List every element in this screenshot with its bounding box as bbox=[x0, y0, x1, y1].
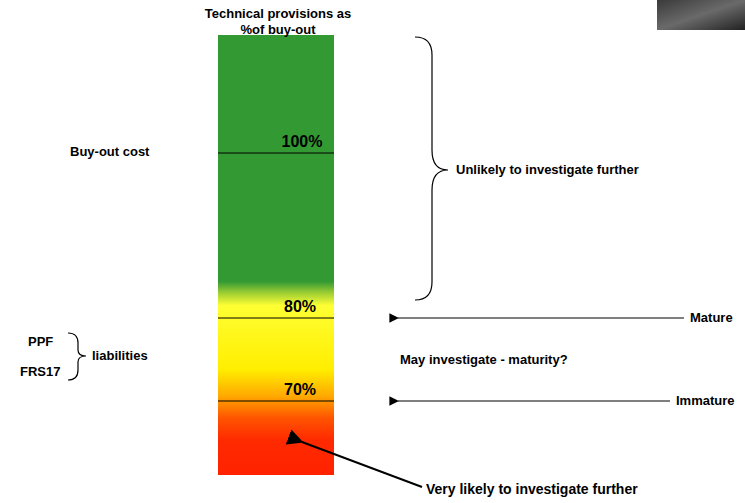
level-line bbox=[218, 153, 334, 154]
zone-note: May investigate - maturity? bbox=[400, 352, 568, 368]
scale-band: 100% 80% 70% bbox=[218, 35, 334, 475]
percent-label: 80% bbox=[284, 298, 316, 316]
brace-label: liabilities bbox=[92, 348, 148, 364]
photo-fragment bbox=[657, 0, 745, 30]
zone-note: Very likely to investigate further bbox=[426, 481, 638, 497]
pointer-label: Mature bbox=[690, 310, 733, 326]
brace bbox=[68, 333, 86, 380]
percent-label: 70% bbox=[284, 381, 316, 399]
pointer-label: Immature bbox=[676, 393, 735, 409]
brace bbox=[415, 37, 448, 300]
pointer-arrow bbox=[398, 400, 670, 401]
scale-bar bbox=[218, 35, 334, 475]
liability-basis: FRS17 bbox=[20, 364, 60, 380]
chart-title: Technical provisions as %of buy-out bbox=[198, 6, 358, 38]
liability-basis: PPF bbox=[28, 334, 53, 350]
level-line bbox=[218, 318, 334, 319]
pointer-arrow bbox=[398, 317, 684, 318]
pointer-arrow bbox=[302, 442, 422, 487]
level-line bbox=[218, 401, 334, 402]
zone-note: Unlikely to investigate further bbox=[456, 162, 639, 178]
level-name: Buy-out cost bbox=[70, 144, 149, 160]
percent-label: 100% bbox=[282, 133, 323, 151]
